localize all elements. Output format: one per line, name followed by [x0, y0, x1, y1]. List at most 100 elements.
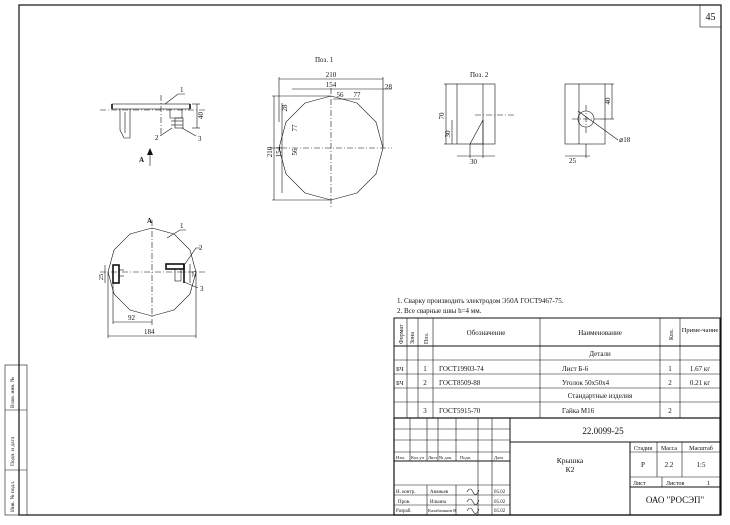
tb-col-data: Дата [494, 455, 503, 460]
spec-section-details: Детали [589, 350, 611, 358]
main-label-3: 3 [198, 135, 202, 143]
tb-scale: 1:5 [697, 461, 706, 469]
pos1-dim-v154: 154 [275, 146, 283, 157]
tb-sheets: 1 [707, 480, 710, 487]
sheet-number-box [699, 4, 722, 28]
signature-1 [466, 488, 480, 495]
tb-role-2: Пров. [398, 500, 410, 505]
spec-row-1-designation: ГОСТ19903-74 [439, 365, 484, 373]
tb-col-podp: Подп. [460, 455, 471, 460]
spec-row-1-note: 1.67 кг [690, 365, 710, 373]
pos2-title: Поз. 2 [470, 71, 489, 79]
tb-role-1: Н. контр. [396, 490, 415, 495]
pos1-view: Поз. 1 210 154 56 77 28 210 28 154 77 56 [266, 56, 393, 208]
pos1-dim-77: 77 [354, 91, 362, 99]
tb-stage-label: Стадия [634, 446, 653, 452]
view-a-title: А [147, 217, 152, 225]
pos2-view: Поз. 2 70 30 30 [438, 71, 515, 166]
spec-row-3-name: Гайка М16 [562, 407, 595, 415]
signature-3 [466, 507, 480, 514]
spec-row-3-pos: 3 [423, 407, 427, 415]
tb-scale-label: Масштаб [689, 445, 713, 452]
title-block: Изм. Кол.уч Лист № док. Подп. Дата Н. ко… [393, 417, 721, 516]
spec-row-2-format: БЧ [396, 380, 404, 387]
pos1-dim-77-left: 77 [291, 124, 299, 132]
pos1-dim-210: 210 [326, 71, 337, 79]
view-a-label-2: 2 [199, 244, 203, 252]
pos1-dim-28: 28 [385, 83, 393, 91]
tb-col-ndok: № док. [439, 455, 452, 460]
view-a-dim-92: 92 [128, 314, 136, 322]
stamp-vzam: Взам. инв. № [10, 377, 16, 408]
view-a: А 1 2 3 25 25 92 184 [98, 217, 205, 338]
spec-row-2-note: 0.21 кг [690, 379, 710, 387]
view-a-dim-184: 184 [144, 328, 155, 336]
tb-product-name: Крышка [557, 456, 584, 465]
spec-header-designation: Обозначение [467, 329, 506, 337]
pos1-dim-56-left: 56 [291, 148, 299, 156]
pos3-dim-hole-diameter: ⌀18 [619, 136, 631, 144]
tb-product-sub: К2 [566, 465, 575, 474]
tb-doc-number: 22.0099-25 [582, 426, 624, 436]
tb-date-1: 05.02 [494, 490, 506, 495]
spec-row-1-qty: 1 [668, 365, 672, 373]
spec-row-3-qty: 2 [668, 407, 672, 415]
spec-row-2-qty: 2 [668, 379, 672, 387]
tb-company: ОАО "РОСЭП" [646, 495, 705, 505]
spec-row-1-format: БЧ [396, 366, 404, 373]
side-stamp: Взам. инв. № Подп. и дата Инв. № подл. [4, 364, 28, 516]
view-a-dim-25-right: 25 [191, 271, 198, 278]
spec-header-zone: Зона [410, 332, 416, 344]
main-side-view: 1 2 3 40 А [100, 86, 205, 166]
spec-header-name: Наименование [578, 329, 622, 337]
spec-row-3-designation: ГОСТ5915-70 [439, 407, 481, 415]
tb-sheet-label: Лист [633, 481, 646, 487]
specification-table: Формат Зона Поз. Обозначение Наименовани… [393, 317, 721, 419]
note-2: 2. Все сварные швы h=4 мм. [397, 307, 482, 315]
tb-mass: 2.2 [665, 461, 674, 469]
tb-name-3: Калабашкин В [428, 508, 456, 513]
pos1-dim-28-left: 28 [281, 104, 289, 112]
spec-row-1-name: Лист Б-6 [562, 365, 589, 373]
view-a-label-3: 3 [200, 285, 204, 293]
pos1-title: Поз. 1 [315, 56, 334, 64]
spec-row-2-pos: 2 [423, 379, 427, 387]
spec-header-qty: Кол. [669, 328, 675, 340]
pos2-dim-30-vertical: 30 [444, 130, 452, 138]
stamp-inv-podl: Инв. № подл. [10, 480, 16, 512]
spec-section-standard: Стандартные изделия [568, 392, 633, 400]
tb-stage: Р [641, 461, 645, 469]
stamp-podp-data: Подп. и дата [10, 436, 16, 466]
tb-col-izm: Изм. [396, 455, 405, 460]
tb-name-2: Ильина [430, 500, 447, 505]
sheet-frame [18, 4, 722, 516]
pos2-dim-70: 70 [438, 112, 446, 120]
tb-date-2: 05.02 [494, 500, 506, 505]
pos1-dim-56: 56 [337, 91, 345, 99]
pos1-dim-v210: 210 [266, 146, 274, 157]
main-label-2: 2 [155, 134, 159, 142]
tb-name-1: Ананьев [430, 490, 449, 495]
tb-role-3: Разраб. [396, 509, 412, 514]
pos3-dim-40: 40 [604, 97, 612, 105]
pos1-dim-154: 154 [326, 81, 337, 89]
pos3-dim-25: 25 [569, 157, 577, 165]
spec-row-1-pos: 1 [423, 365, 427, 373]
tb-mass-label: Масса [661, 446, 677, 452]
tb-sheets-label: Листов [666, 481, 684, 487]
spec-row-2-name: Уголок 50х50х4 [562, 379, 610, 387]
pos3-view: 40 25 ⌀18 [564, 83, 631, 165]
pos2-dim-30-horizontal: 30 [470, 158, 478, 166]
note-1: 1. Сварку производить электродом Э50А ГО… [397, 297, 564, 305]
tb-date-3: 05.02 [494, 509, 506, 514]
view-a-dim-25-left: 25 [98, 274, 105, 281]
view-a-arrow-label: А [139, 156, 144, 164]
view-a-label-1: 1 [180, 222, 184, 230]
tb-col-list: Лист [428, 455, 437, 460]
spec-header-note: Приме-чание [682, 327, 719, 334]
spec-header-format: Формат [399, 324, 405, 344]
sheet-number: 45 [706, 12, 716, 23]
main-dim-40: 40 [197, 112, 205, 120]
signature-2 [466, 498, 480, 505]
